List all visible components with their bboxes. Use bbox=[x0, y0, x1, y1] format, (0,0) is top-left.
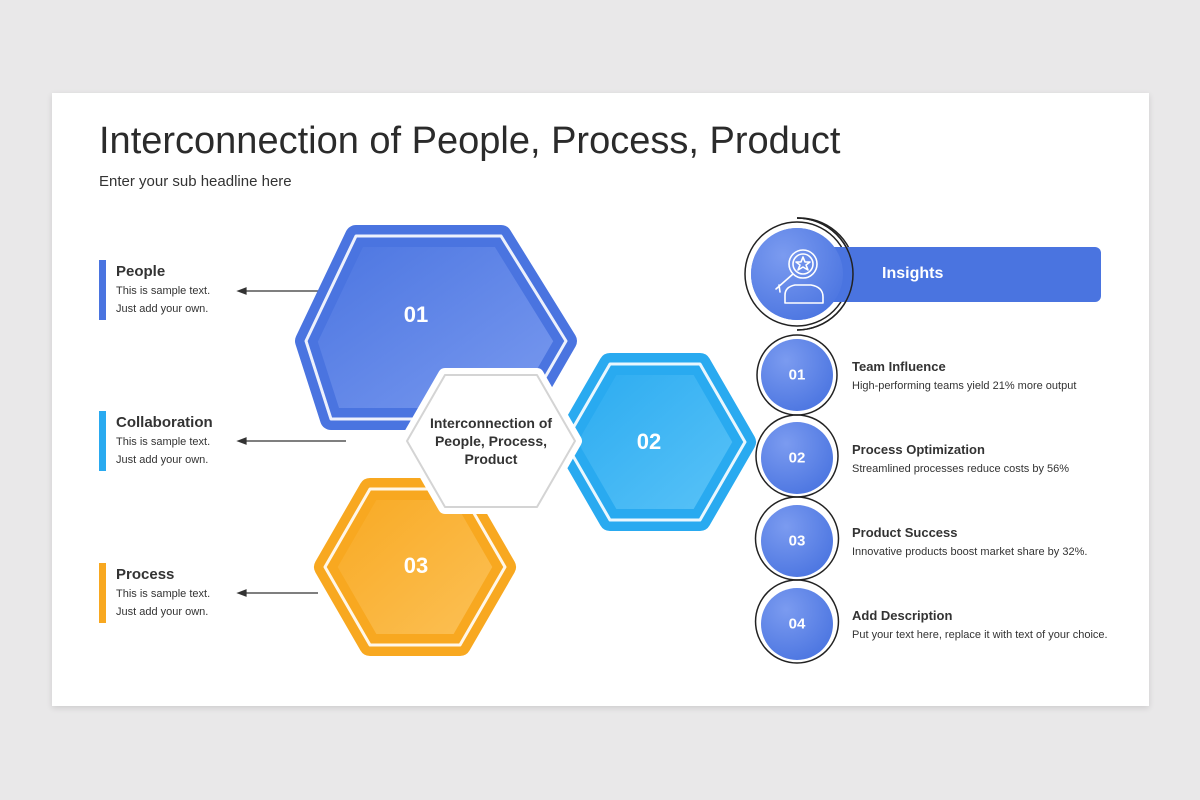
arrow-head bbox=[236, 287, 247, 295]
left-item-text: Just add your own. bbox=[116, 606, 209, 618]
insights-label: Insights bbox=[882, 265, 944, 282]
left-item-text: This is sample text. bbox=[116, 436, 211, 448]
left-item-text: Just add your own. bbox=[116, 303, 209, 315]
center-label-line: Product bbox=[464, 451, 518, 467]
left-item-heading: Collaboration bbox=[116, 414, 213, 431]
step-description: Innovative products boost market share b… bbox=[852, 546, 1088, 558]
page-subtitle: Enter your sub headline here bbox=[99, 173, 292, 190]
left-item-text: This is sample text. bbox=[116, 588, 211, 600]
step-number-03: 03 bbox=[788, 532, 806, 550]
center-hexagon-outline bbox=[406, 374, 576, 508]
step-description: High-performing teams yield 21% more out… bbox=[852, 380, 1077, 392]
step-description: Streamlined processes reduce costs by 56… bbox=[852, 463, 1070, 475]
hexagon-02-label: 02 bbox=[636, 429, 662, 454]
left-item-text: This is sample text. bbox=[116, 285, 211, 297]
step-description: Put your text here, replace it with text… bbox=[852, 629, 1108, 641]
step-number-02: 02 bbox=[788, 449, 806, 467]
step-number-01: 01 bbox=[788, 366, 806, 384]
hexagon-03-label: 03 bbox=[403, 553, 429, 578]
accent-bar bbox=[99, 260, 106, 320]
accent-bar bbox=[99, 563, 106, 623]
step-circle-02 bbox=[761, 422, 833, 494]
center-label: Interconnection of People, Process, Prod… bbox=[411, 414, 571, 468]
left-item-heading: Process bbox=[116, 566, 175, 583]
center-label-line: Interconnection of bbox=[429, 415, 553, 431]
left-item-heading: People bbox=[116, 263, 166, 280]
arrow-head bbox=[236, 589, 247, 597]
hexagon-01-label: 01 bbox=[403, 302, 429, 327]
center-label-line: People, Process, bbox=[434, 433, 548, 449]
step-title: Add Description bbox=[852, 608, 953, 623]
left-item-text: Just add your own. bbox=[116, 454, 209, 466]
step-circle-03 bbox=[761, 505, 833, 577]
step-title: Product Success bbox=[852, 525, 958, 540]
connector-arrows bbox=[236, 287, 346, 597]
step-title: Process Optimization bbox=[852, 442, 985, 457]
step-circle-01 bbox=[761, 339, 833, 411]
accent-bar bbox=[99, 411, 106, 471]
step-number-04: 04 bbox=[788, 615, 806, 633]
step-circle-04 bbox=[761, 588, 833, 660]
insights-banner bbox=[825, 247, 1101, 302]
step-title: Team Influence bbox=[852, 359, 946, 374]
page-title: Interconnection of People, Process, Prod… bbox=[99, 120, 841, 162]
arrow-head bbox=[236, 437, 247, 445]
